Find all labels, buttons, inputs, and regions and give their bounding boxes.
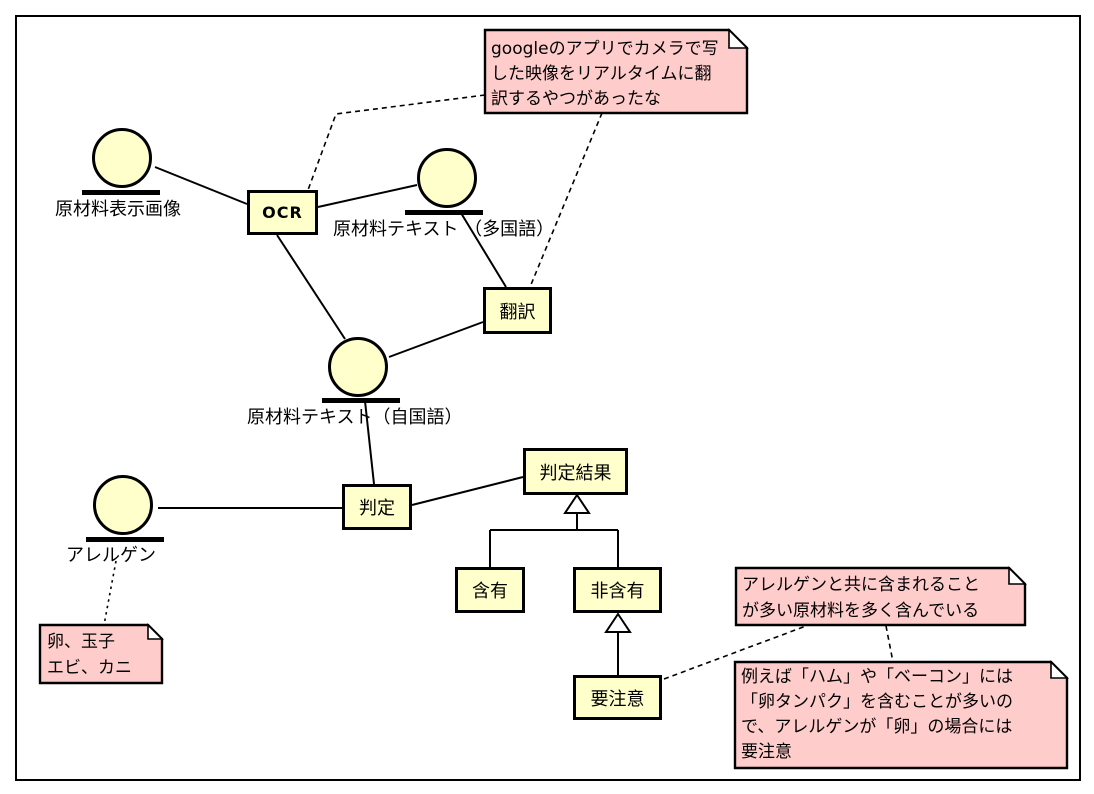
note-cooccur-fold-icon xyxy=(1008,566,1027,585)
class-contained-box[interactable]: 含有 xyxy=(455,567,525,613)
edge-material-image-to-ocr xyxy=(154,166,248,205)
edge-judge-to-result xyxy=(411,476,524,506)
entity-material-image-underline xyxy=(82,190,160,195)
entity-material-text-multilingual[interactable] xyxy=(417,148,477,208)
note-cooccur-text: アレルゲンと共に含まれること が多い原材料を多く含んでいる xyxy=(742,575,980,621)
entity-material-text-native-underline xyxy=(322,398,400,403)
edge-native-text-to-judge xyxy=(364,400,375,485)
class-result-box[interactable]: 判定結果 xyxy=(523,448,628,495)
entity-material-text-native[interactable] xyxy=(328,337,388,397)
class-result-label: 判定結果 xyxy=(539,462,612,484)
edge-ocr-to-multilingual-text xyxy=(317,184,418,208)
action-ocr-box[interactable]: OCR xyxy=(247,190,318,235)
generalization-arrow-result xyxy=(563,493,591,514)
note-example-fold-icon xyxy=(1050,660,1069,679)
action-translate-label: 翻訳 xyxy=(499,301,536,323)
diagram-border xyxy=(15,15,1081,781)
entity-material-text-native-label: 原材料テキスト（自国語） xyxy=(247,407,463,428)
entity-allergen[interactable] xyxy=(93,475,153,535)
anchor-google-note-to-translate xyxy=(529,112,603,288)
entity-material-text-multilingual-underline xyxy=(405,210,483,215)
entity-allergen-underline xyxy=(86,537,164,542)
entity-material-text-multilingual-label: 原材料テキスト （多国語） xyxy=(333,219,555,240)
edge-result-inheritance-tree xyxy=(489,513,619,567)
note-examples-shape[interactable] xyxy=(38,623,164,685)
class-not-contained-label: 非含有 xyxy=(590,581,645,602)
edge-multilingual-text-to-translate xyxy=(460,212,507,288)
class-contained-label: 含有 xyxy=(472,581,508,602)
note-examples-fold-icon xyxy=(147,623,164,640)
entity-allergen-label: アレルゲン xyxy=(66,545,156,566)
generalization-arrow-not-contained xyxy=(604,612,632,633)
note-google-text: googleのアプリでカメラで写 した映像をリアルタイムに翻 訳するやつがあった… xyxy=(491,39,719,109)
class-caution-box[interactable]: 要注意 xyxy=(573,675,662,720)
note-examples-text: 卵、玉子 エビ、カニ xyxy=(47,632,132,678)
note-example-shape[interactable] xyxy=(733,660,1069,770)
class-not-contained-box[interactable]: 非含有 xyxy=(573,567,662,613)
note-google-fold-icon xyxy=(728,28,749,49)
edge-ocr-to-native-text xyxy=(276,234,346,340)
anchor-allergen-to-examples-note xyxy=(103,560,117,626)
note-example-text: 例えば「ハム」や「ベーコン」には 「卵タンパク」を含むことが多いの で、アレルゲ… xyxy=(741,667,1013,762)
edge-translate-to-native-text xyxy=(388,321,484,358)
anchor-caution-to-cooccur-note xyxy=(663,625,807,680)
note-google-shape[interactable] xyxy=(483,28,749,115)
action-judge-box[interactable]: 判定 xyxy=(342,484,412,530)
class-caution-label: 要注意 xyxy=(590,688,645,710)
anchor-cooccur-note-to-example-note xyxy=(885,625,894,663)
entity-material-image-label: 原材料表示画像 xyxy=(55,199,181,220)
action-translate-box[interactable]: 翻訳 xyxy=(483,287,552,334)
entity-material-image[interactable] xyxy=(92,128,152,188)
action-judge-label: 判定 xyxy=(359,498,395,519)
action-ocr-label: OCR xyxy=(262,203,303,222)
note-cooccur-shape[interactable] xyxy=(734,566,1027,627)
